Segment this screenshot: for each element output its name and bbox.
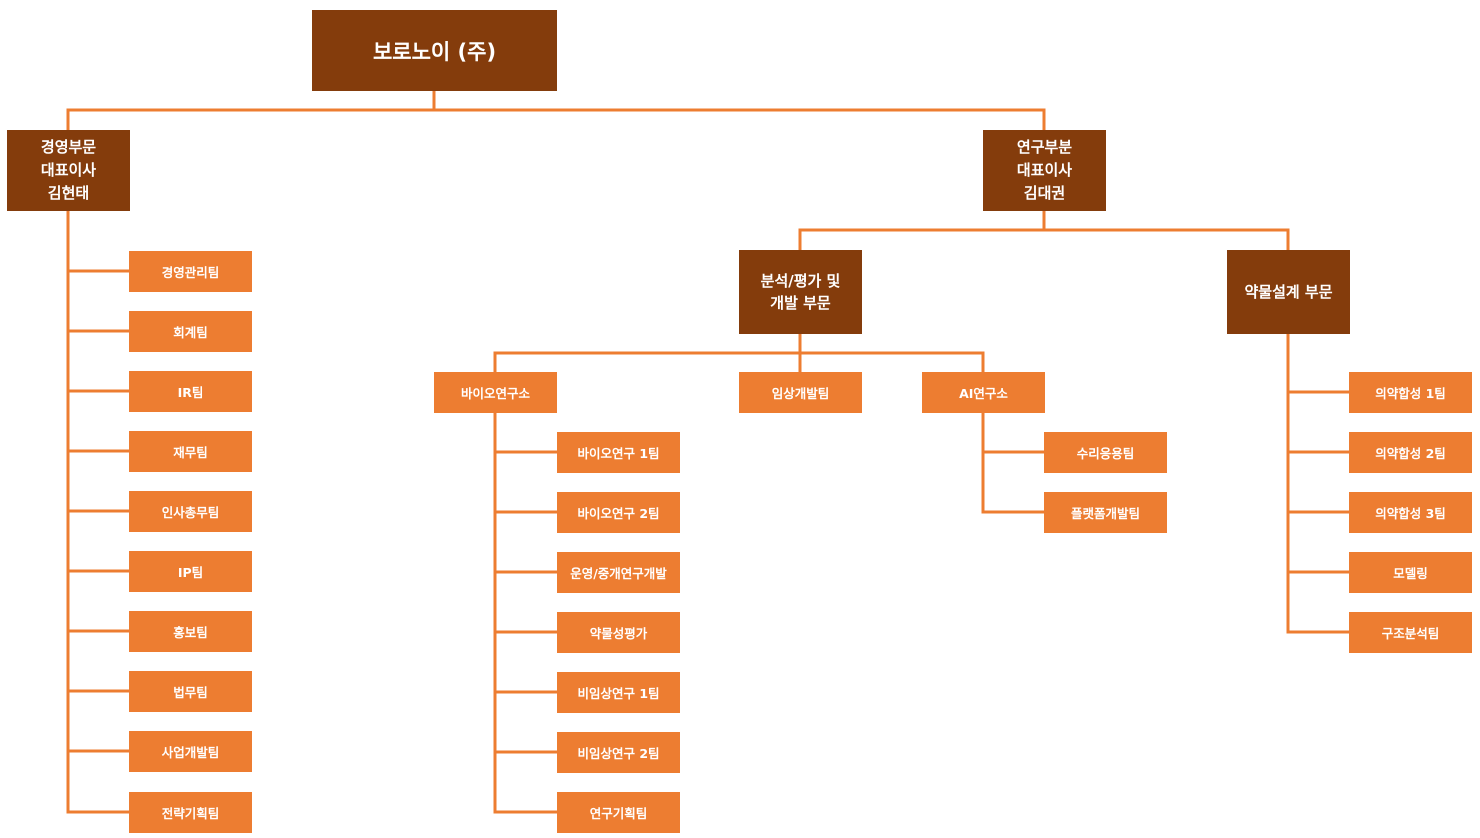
ai-lab-node: AI연구소 <box>922 372 1045 413</box>
team-node: 수리응용팀 <box>1044 432 1167 473</box>
analysis-development-node: 분석/평가 및 개발 부문 <box>739 250 862 334</box>
team-node: 경영관리팀 <box>129 251 252 292</box>
bio-lab-node: 바이오연구소 <box>434 372 557 413</box>
team-node: 구조분석팀 <box>1349 612 1472 653</box>
management-division-node: 경영부문 대표이사 김현태 <box>7 130 130 211</box>
team-node: 사업개발팀 <box>129 731 252 772</box>
team-node: 연구기획팀 <box>557 792 680 833</box>
team-node: 모델링 <box>1349 552 1472 593</box>
team-node: 인사총무팀 <box>129 491 252 532</box>
team-node: 의약합성 2팀 <box>1349 432 1472 473</box>
company-node: 보로노이 (주) <box>312 10 557 91</box>
clinical-team-node: 임상개발팀 <box>739 372 862 413</box>
team-node: 약물성평가 <box>557 612 680 653</box>
team-node: 의약합성 1팀 <box>1349 372 1472 413</box>
team-node: 바이오연구 2팀 <box>557 492 680 533</box>
team-node: 회계팀 <box>129 311 252 352</box>
drug-design-node: 약물설계 부문 <box>1227 250 1350 334</box>
team-node: 운영/중개연구개발 <box>557 552 680 593</box>
team-node: IP팀 <box>129 551 252 592</box>
team-node: 전략기획팀 <box>129 792 252 833</box>
team-node: 비임상연구 1팀 <box>557 672 680 713</box>
research-division-node: 연구부분 대표이사 김대권 <box>983 130 1106 211</box>
team-node: 의약합성 3팀 <box>1349 492 1472 533</box>
team-node: IR팀 <box>129 371 252 412</box>
team-node: 재무팀 <box>129 431 252 472</box>
team-node: 비임상연구 2팀 <box>557 732 680 773</box>
team-node: 플랫폼개발팀 <box>1044 492 1167 533</box>
team-node: 홍보팀 <box>129 611 252 652</box>
team-node: 바이오연구 1팀 <box>557 432 680 473</box>
team-node: 법무팀 <box>129 671 252 712</box>
